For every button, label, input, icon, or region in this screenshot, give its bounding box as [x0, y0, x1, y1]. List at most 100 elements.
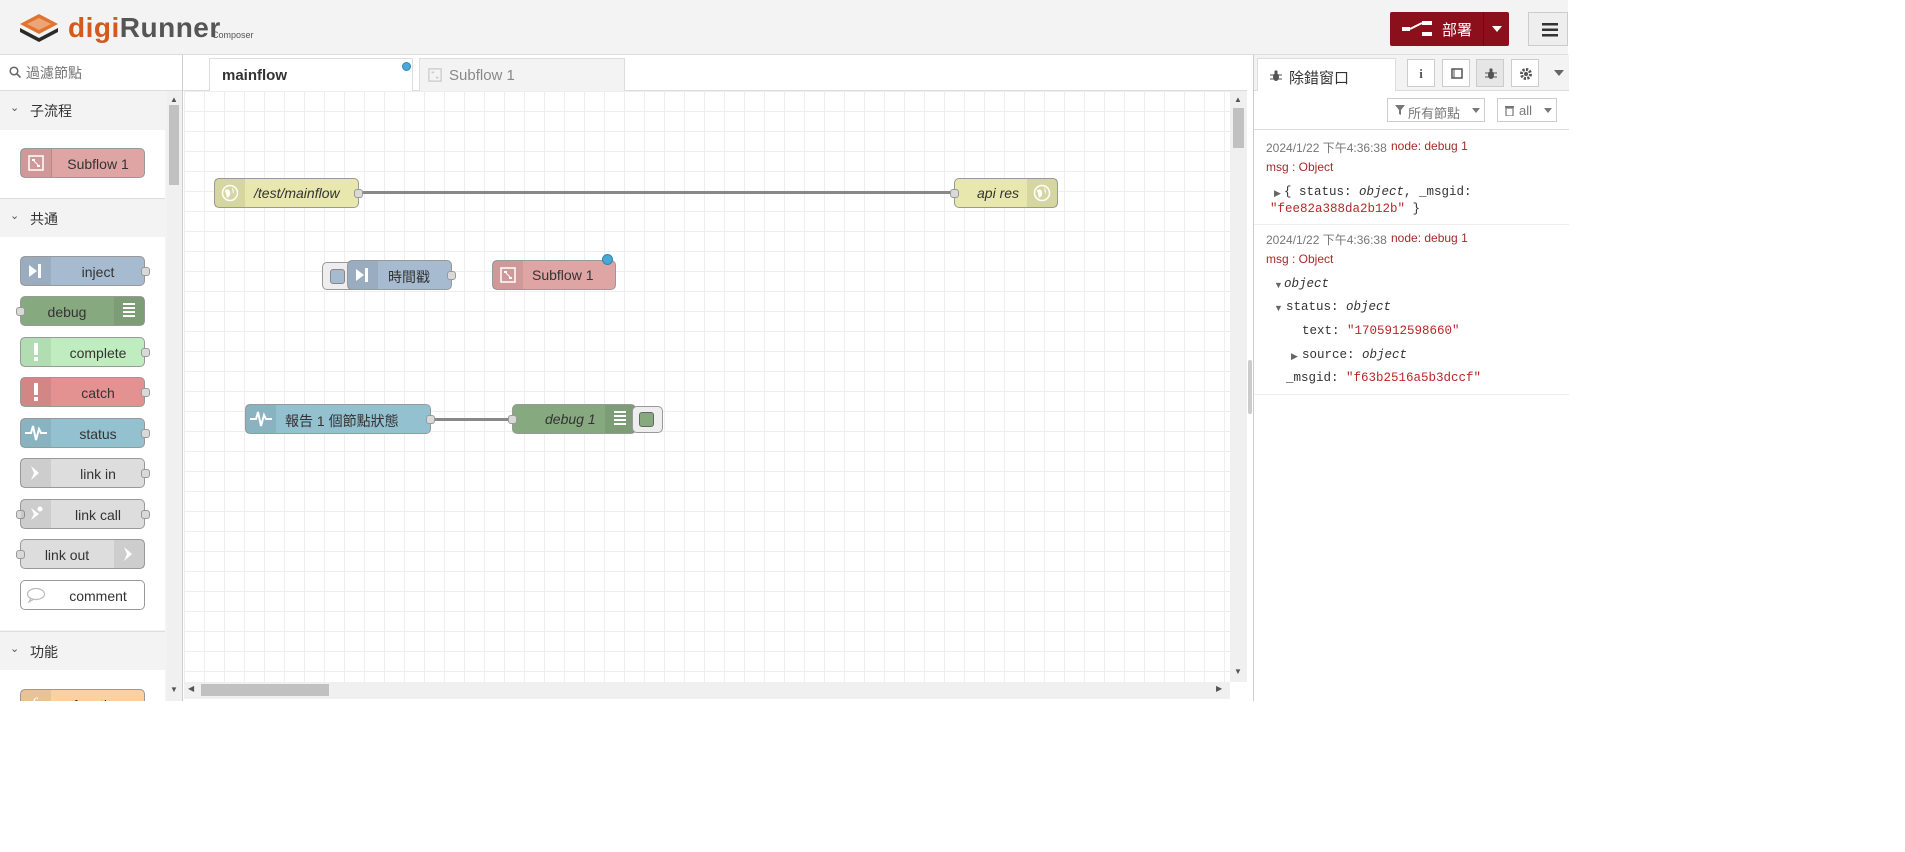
output-port[interactable]: [447, 271, 456, 280]
help-tab-button[interactable]: [1442, 59, 1470, 87]
pulse-icon: [21, 419, 51, 447]
palette-filter-input[interactable]: [24, 63, 173, 83]
scroll-up-arrow-icon[interactable]: ▲: [170, 95, 178, 104]
canvas-vertical-scrollbar-thumb[interactable]: [1233, 108, 1244, 148]
palette-node-link-in[interactable]: link in: [20, 458, 150, 488]
tab-mainflow[interactable]: mainflow: [209, 58, 413, 91]
message-node-link[interactable]: node: debug 1: [1391, 231, 1468, 245]
category-common-header[interactable]: ⌄ 共通: [0, 198, 165, 234]
flow-node-status[interactable]: 報告 1 個節點狀態: [245, 404, 435, 434]
flow-node-http-in[interactable]: /test/mainflow: [214, 178, 363, 208]
flow-node-subflow-1[interactable]: Subflow 1: [492, 254, 616, 290]
flow-node-http-response[interactable]: api res: [950, 178, 1058, 208]
message-timestamp: 2024/1/22 下午4:36:38: [1266, 233, 1387, 247]
palette-node-debug[interactable]: debug: [16, 296, 145, 326]
output-port: [141, 388, 150, 397]
filter-nodes-dropdown[interactable]: 所有節點: [1387, 98, 1485, 122]
deploy-button[interactable]: 部署: [1390, 12, 1509, 46]
subflow-icon: [493, 261, 523, 289]
output-port: [141, 348, 150, 357]
chevron-down-icon: ⌄: [10, 210, 20, 222]
palette-node-link-out[interactable]: link out: [16, 539, 145, 569]
input-port[interactable]: [950, 189, 959, 198]
link-in-icon: [21, 459, 51, 487]
node-label: inject: [81, 264, 115, 280]
collapse-triangle-icon[interactable]: ▼: [1274, 303, 1283, 313]
debug-message: 2024/1/22 下午4:36:38 node: debug 1 msg : …: [1254, 133, 1569, 225]
sidebar-menu-caret-icon[interactable]: [1554, 70, 1564, 76]
canvas-vertical-scrollbar[interactable]: [1230, 91, 1247, 682]
node-label: status: [79, 426, 117, 442]
scroll-left-arrow-icon[interactable]: ◀: [188, 684, 195, 693]
node-changed-indicator: [602, 254, 613, 265]
main-menu-button[interactable]: [1528, 12, 1568, 46]
node-label: link out: [44, 547, 90, 563]
tree-source[interactable]: source: object: [1302, 348, 1408, 362]
tab-debug[interactable]: 除錯窗口: [1257, 58, 1396, 92]
palette-search: [0, 55, 182, 91]
app-logo-subtitle: Composer: [212, 30, 254, 40]
scroll-up-arrow-icon[interactable]: ▲: [1234, 95, 1242, 104]
node-label: catch: [81, 385, 115, 401]
palette-node-function[interactable]: f function: [20, 689, 145, 701]
node-label: link call: [75, 507, 121, 523]
info-tab-button[interactable]: i: [1407, 59, 1435, 87]
palette-node-status[interactable]: status: [20, 418, 150, 448]
wire-http-to-response[interactable]: [361, 191, 956, 194]
flow-node-debug-1[interactable]: debug 1: [508, 404, 636, 434]
subflow-icon: [428, 68, 442, 82]
palette-scrollbar[interactable]: [167, 91, 181, 701]
message-summary-line[interactable]: { status: object, _msgid:: [1284, 185, 1472, 199]
scroll-down-arrow-icon[interactable]: ▼: [170, 685, 178, 694]
debug-tab-button[interactable]: [1476, 59, 1504, 87]
debug-sidebar: 除錯窗口 i 所有節點 all 2024/1/22 下午4:36:38 node…: [1253, 55, 1569, 701]
palette-node-catch[interactable]: catch: [20, 377, 150, 407]
trash-icon: [1505, 106, 1514, 116]
message-node-link[interactable]: node: debug 1: [1391, 139, 1468, 153]
tree-status[interactable]: status: object: [1286, 300, 1392, 314]
caret-down-icon: [1472, 108, 1480, 113]
palette-node-comment[interactable]: comment: [20, 580, 145, 610]
input-port: [16, 307, 25, 316]
output-port[interactable]: [354, 189, 363, 198]
wire-status-to-debug[interactable]: [434, 418, 514, 421]
category-function-header[interactable]: ⌄ 功能: [0, 631, 165, 667]
sidebar-resize-handle[interactable]: [1248, 360, 1252, 414]
debug-toggle-button[interactable]: [632, 406, 663, 433]
output-port: [141, 510, 150, 519]
tab-subflow-1[interactable]: Subflow 1: [419, 58, 625, 91]
scroll-down-arrow-icon[interactable]: ▼: [1234, 667, 1242, 676]
palette-node-inject[interactable]: inject: [20, 256, 150, 286]
canvas-horizontal-scrollbar[interactable]: [184, 682, 1230, 699]
debug-toolbar: 所有節點 all: [1254, 91, 1569, 130]
palette-node-complete[interactable]: complete: [20, 337, 150, 367]
input-port[interactable]: [508, 415, 517, 424]
expand-triangle-icon[interactable]: ▶: [1291, 351, 1298, 361]
chevron-down-icon: ⌄: [10, 102, 20, 114]
inject-arrow-icon: [348, 261, 378, 289]
tree-root[interactable]: object: [1284, 277, 1330, 291]
palette-node-subflow-1[interactable]: Subflow 1: [20, 148, 145, 178]
collapse-triangle-icon[interactable]: ▼: [1274, 280, 1283, 290]
chevron-down-icon: ⌄: [10, 643, 20, 655]
bug-icon: [1485, 68, 1497, 79]
scroll-right-arrow-icon[interactable]: ▶: [1216, 684, 1223, 693]
globe-icon: [215, 179, 245, 207]
tab-label: mainflow: [222, 67, 288, 84]
flow-node-inject[interactable]: 時間戳: [347, 260, 456, 290]
flow-canvas[interactable]: /test/mainflow api res 時間戳 Subflow 1 報告 …: [184, 91, 1230, 682]
palette-scrollbar-thumb[interactable]: [169, 105, 179, 185]
node-label: debug: [47, 304, 87, 320]
book-icon: [1451, 68, 1463, 79]
output-port[interactable]: [426, 415, 435, 424]
comment-bubble-icon: [21, 581, 51, 609]
palette-node-link-call[interactable]: link call: [16, 499, 150, 529]
category-subflows-header[interactable]: ⌄ 子流程: [0, 91, 165, 127]
inject-arrow-icon: [21, 257, 51, 285]
canvas-horizontal-scrollbar-thumb[interactable]: [201, 684, 329, 696]
clear-messages-button[interactable]: all: [1497, 98, 1557, 122]
config-tab-button[interactable]: [1511, 59, 1539, 87]
tab-changed-indicator: [402, 62, 411, 71]
expand-triangle-icon[interactable]: ▶: [1274, 188, 1281, 198]
deploy-dropdown-button[interactable]: [1483, 12, 1509, 46]
